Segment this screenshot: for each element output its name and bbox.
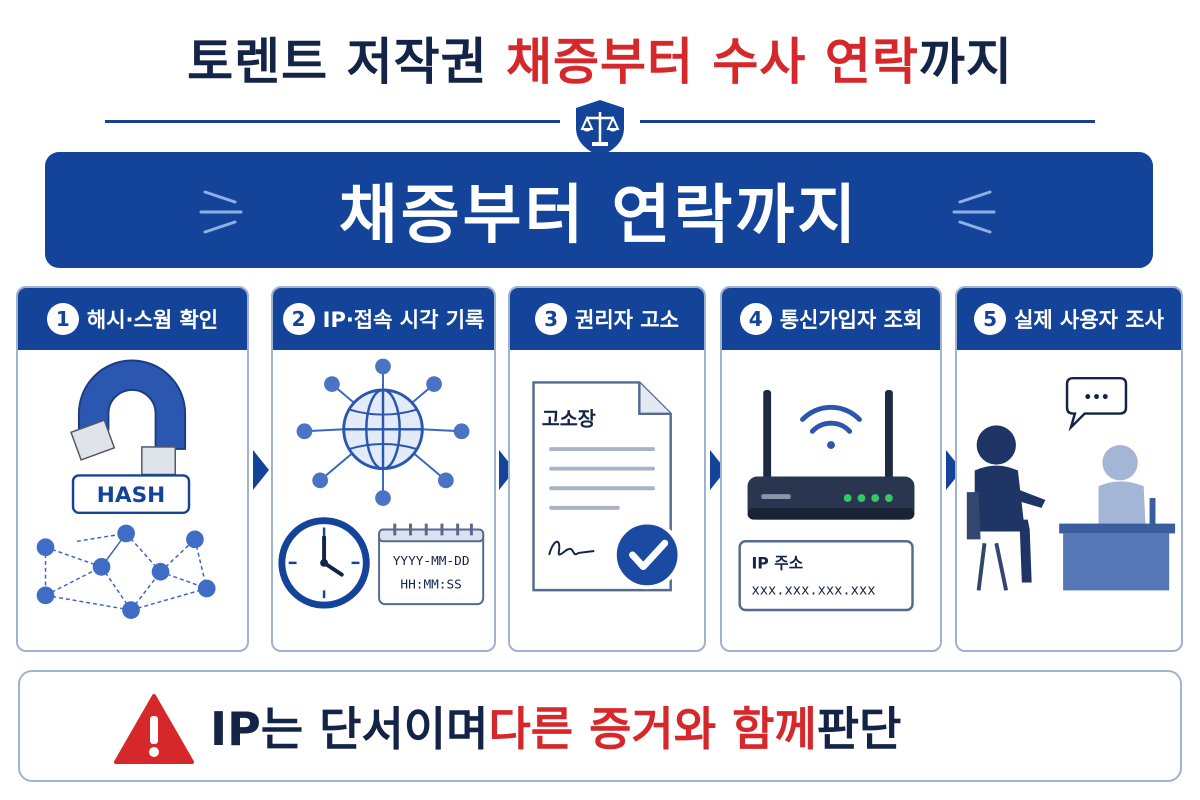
step-arrow-3-icon [710, 450, 726, 490]
step-5-header: 5 실제 사용자 조사 [957, 288, 1181, 350]
title-part-1: 토렌트 저작권 [187, 33, 506, 91]
network-icon [44, 532, 208, 611]
step-arrow-2-icon [499, 450, 515, 490]
banner-burst-right-icon [952, 190, 996, 234]
conclusion-part-2: 다른 증거와 함께 [488, 702, 817, 756]
ip-address-value: xxx.xxx.xxx.xxx [751, 582, 875, 598]
speech-bubble-dots: ••• [1083, 390, 1109, 406]
ip-address-label: IP 주소 [751, 554, 803, 573]
magnet-icon [70, 359, 187, 476]
title-divider-right [640, 120, 1095, 123]
step-3-card: 3 권리자 고소 고소장 [508, 286, 706, 652]
step-arrow-4-icon [946, 450, 962, 490]
router-icon [747, 390, 915, 520]
warning-icon [114, 694, 194, 764]
calendar-icon [378, 523, 485, 606]
step-5-card: 5 실제 사용자 조사 ••• [955, 286, 1183, 652]
conclusion-part-1: IP는 단서이며 [210, 702, 489, 756]
title-divider-left [105, 120, 560, 123]
step-1-card: 1 해시·스웜 확인 HASH [16, 286, 249, 652]
step-4-illustration: IP 주소 xxx.xxx.xxx.xxx [738, 390, 915, 612]
title-part-3: 까지 [918, 33, 1013, 91]
date-format-text: YYYY-MM-DD [393, 554, 470, 569]
step-3-header: 3 권리자 고소 [510, 288, 704, 350]
time-format-text: HH:MM:SS [400, 577, 461, 592]
step-1-illustration: HASH [36, 359, 216, 619]
banner-burst-left-icon [199, 190, 243, 234]
step-4-card: 4 통신가입자 조회 IP 주소 xxx.xxx.xxx.xxx [720, 286, 942, 652]
page-title: 토렌트 저작권 채증부터 수사 연락까지 [0, 22, 1200, 94]
people-interview-icon [966, 425, 1176, 591]
check-badge-icon [612, 520, 682, 590]
step-arrow-1-icon [253, 450, 269, 490]
step-4-number: 4 [739, 303, 772, 335]
scales-shield-icon [576, 100, 624, 156]
banner-text: 채증부터 연락까지 [338, 179, 860, 253]
step-3-label: 권리자 고소 [575, 308, 679, 332]
step-2-number: 2 [282, 303, 315, 335]
conclusion-text: IP는 단서이며 다른 증거와 함께 판단 [210, 672, 1110, 780]
conclusion-part-3: 판단 [816, 702, 902, 756]
complaint-doc-title: 고소장 [542, 408, 596, 431]
step-5-label: 실제 사용자 조사 [1014, 308, 1164, 332]
step-1-header: 1 해시·스웜 확인 [18, 288, 247, 350]
step-2-illustration: YYYY-MM-DD HH:MM:SS [278, 358, 485, 609]
hash-label-box [71, 474, 191, 515]
step-5-illustration: ••• [966, 376, 1176, 591]
hash-label: HASH [97, 483, 165, 508]
conclusion-box: IP는 단서이며 다른 증거와 함께 판단 [18, 670, 1182, 782]
step-3-illustration: 고소장 [532, 381, 682, 592]
step-2-header: 2 IP·접속 시각 기록 [273, 288, 494, 350]
step-2-card: 2 IP·접속 시각 기록 [271, 286, 496, 652]
step-5-number: 5 [974, 303, 1007, 335]
globe-network-icon [296, 358, 470, 506]
step-3-number: 3 [535, 303, 568, 335]
ip-address-box [738, 540, 914, 612]
clock-icon [278, 517, 370, 609]
title-part-2: 채증부터 수사 연락 [506, 33, 919, 91]
speech-bubble-icon [1065, 376, 1128, 432]
step-1-label: 해시·스웜 확인 [86, 308, 219, 332]
wifi-icon [800, 404, 862, 449]
step-2-label: IP·접속 시각 기록 [322, 308, 485, 332]
step-4-label: 통신가입자 조회 [779, 308, 923, 332]
step-4-header: 4 통신가입자 조회 [722, 288, 940, 350]
subtitle-banner: 채증부터 연락까지 [45, 152, 1153, 268]
step-1-number: 1 [46, 303, 79, 335]
